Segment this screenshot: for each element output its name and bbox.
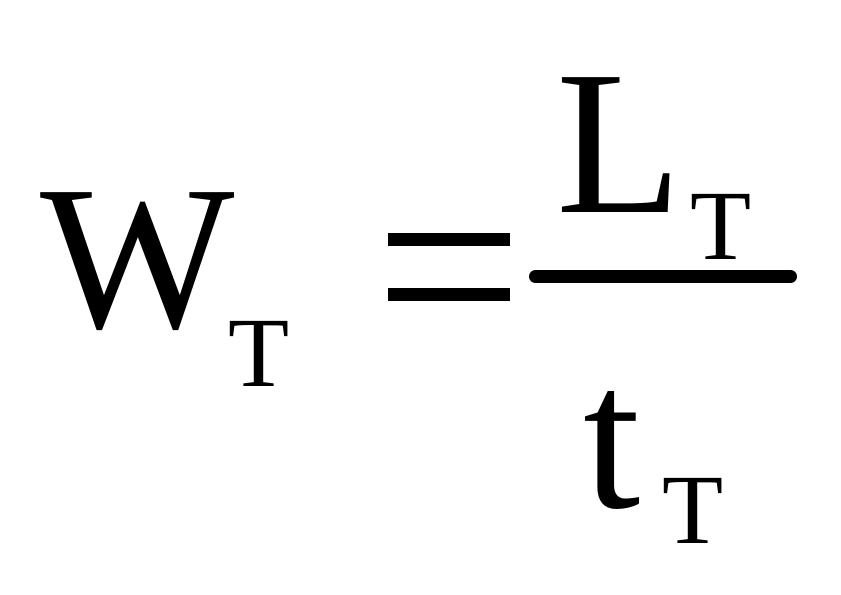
- lhs-subscript: T: [228, 297, 290, 408]
- lhs-symbol: W: [40, 143, 235, 372]
- denominator-subscript: T: [662, 454, 724, 565]
- numerator-symbol: L: [556, 28, 682, 257]
- equals-top-bar: [388, 233, 510, 246]
- numerator-subscript: T: [690, 170, 752, 281]
- equals-bottom-bar: [388, 288, 510, 301]
- equals-sign: [388, 233, 510, 303]
- fraction-bar: [529, 270, 797, 283]
- denominator-symbol: t: [583, 323, 641, 552]
